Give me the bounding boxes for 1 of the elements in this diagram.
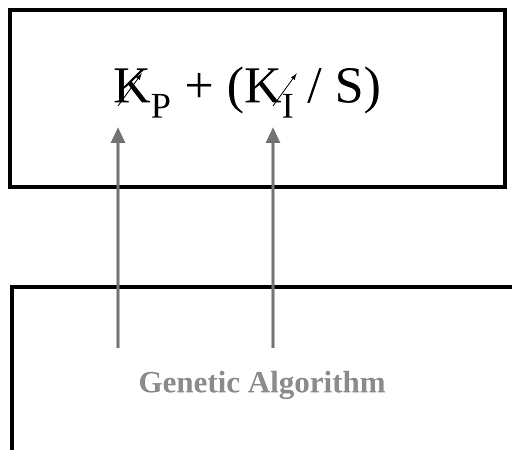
algorithm-box: Genetic Algorithm: [10, 285, 512, 450]
